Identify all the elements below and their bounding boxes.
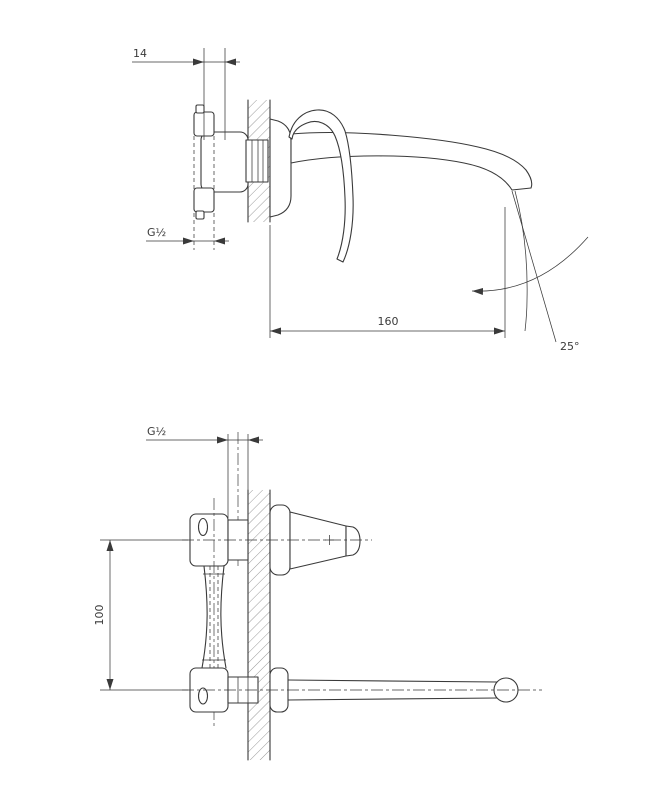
side-handle: [288, 109, 354, 263]
top-inlet-tab: [195, 104, 205, 114]
wall-union-nut: [245, 139, 269, 183]
side-view: 14 G½ 160 25°: [132, 47, 589, 353]
water-stream-curve: [514, 190, 528, 332]
hidden-pipe-lines: [193, 136, 215, 250]
side-spout: [290, 132, 533, 191]
bottom-flange-slot: [197, 687, 209, 705]
wall-hatch-front: [248, 490, 270, 760]
dim-thread-front-label: G½: [147, 425, 166, 438]
side-escutcheon: [269, 118, 292, 218]
spout: [290, 132, 533, 191]
column-hidden-lines: [209, 566, 219, 668]
dim-reach: 160: [269, 207, 506, 338]
column-edges: [201, 565, 227, 669]
dim-offset-label: 14: [133, 47, 147, 60]
dim-thread-side: G½: [146, 226, 229, 245]
front-wall-section: [247, 489, 271, 761]
bottom-inlet-tab: [195, 210, 205, 220]
mixer-body: [200, 131, 249, 193]
front-bottom-connection: [182, 667, 542, 713]
dim-thread-side-label: G½: [147, 226, 166, 239]
handle-cap: [345, 525, 361, 557]
union-thread-lines: [251, 140, 264, 182]
dim-angle: 25°: [471, 236, 589, 353]
side-water-stream: [511, 190, 557, 343]
escutcheon-plate: [269, 118, 292, 218]
dim-offset: 14: [132, 47, 240, 140]
angle-reference-line: [511, 190, 557, 343]
dim-centers-label: 100: [93, 605, 106, 626]
dim-reach-label: 160: [378, 315, 399, 328]
dim-angle-arc: [471, 236, 589, 295]
bottom-inlet: [193, 187, 215, 213]
spout-front-edges: [287, 679, 498, 701]
dim-angle-label: 25°: [560, 340, 580, 353]
side-concealed-body: [193, 104, 269, 250]
dim-reach-extension-lines: [269, 207, 506, 338]
handle-cone: [289, 511, 347, 570]
front-escutcheon-handle: [182, 504, 372, 576]
dim-centers: 100: [93, 539, 188, 691]
dim-centers-extension-lines: [100, 539, 188, 691]
lever-handle: [288, 109, 354, 263]
front-view: G½: [93, 425, 542, 761]
top-flange-slot: [197, 517, 209, 537]
